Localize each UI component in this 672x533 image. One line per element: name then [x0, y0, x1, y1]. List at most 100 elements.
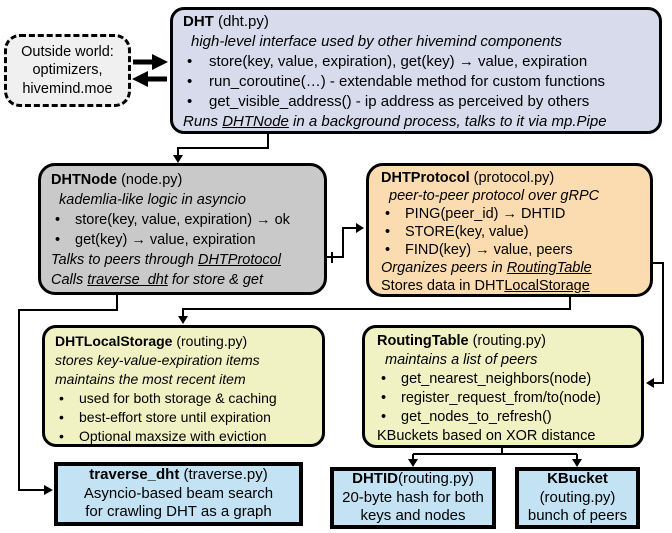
- bullet-icon: •: [55, 212, 61, 228]
- dhtlocalstorage-box-heading: DHTLocalStorage (routing.py): [55, 332, 316, 351]
- dhtnode-traverse-note: Calls traverse_dht for store & get: [51, 270, 318, 290]
- dhtlocalstorage-bullet-2: Optional maxsize with eviction: [79, 428, 267, 444]
- dhtnode-bullet-row: • store(key, value, expiration) → ok: [51, 210, 318, 230]
- dhtlocalstorage-bullet-row: •best-effort store until expiration: [55, 408, 316, 427]
- dhtprotocol-note2-prefix: Stores data in DHT: [381, 278, 505, 294]
- traverse-dht-file: (traverse.py): [179, 466, 268, 484]
- dht-bullet-1: run_coroutine(…) - extendable method for…: [209, 73, 606, 90]
- dht-footer-prefix: Runs: [183, 113, 223, 130]
- bullet-icon: •: [187, 73, 193, 90]
- dht-footer-suffix: in a background process, talks to it via…: [288, 113, 607, 130]
- connector-dhtprotocol-to-localstorage: [178, 297, 571, 324]
- bullet-icon: •: [59, 390, 64, 406]
- dhtid-box: DHTID(routing.py) 20-byte hash for both …: [330, 467, 496, 529]
- bullet-icon: •: [59, 409, 64, 425]
- dhtlocalstorage-subtitle1: stores key-value-expiration items: [55, 352, 260, 368]
- dhtprotocol-bullet-row: • STORE(key, value): [381, 223, 644, 241]
- dhtprotocol-bullet-0: PING(peer_id) → DHTID: [405, 206, 566, 222]
- bullet-icon: •: [187, 93, 193, 110]
- traverse-dht-line1: Asyncio-based beam search: [83, 484, 274, 502]
- connector-dhtnode-to-dhtprotocol: [326, 223, 364, 263]
- dhtprotocol-box-heading: DHTProtocol (protocol.py): [381, 169, 644, 187]
- bullet-icon: •: [381, 409, 387, 425]
- dhtnode-bullet-row: •get(key) → value, expiration: [51, 230, 318, 250]
- dht-box-title: DHT: [183, 13, 214, 30]
- dht-footer-link: DHTNode: [222, 113, 289, 130]
- dhtprotocol-box: DHTProtocol (protocol.py) peer-to-peer p…: [366, 163, 653, 297]
- dhtlocalstorage-bullet-row: • used for both storage & caching: [55, 389, 316, 408]
- dhtprotocol-storage-note: Stores data in DHTLocalStorage: [381, 277, 644, 295]
- kbucket-box: KBucket (routing.py) bunch of peers: [515, 467, 640, 529]
- dht-bullet-row: • run_coroutine(…) - extendable method fo…: [183, 72, 651, 92]
- dhtprotocol-note2-link: LocalStorage: [504, 278, 590, 294]
- routingtable-box-subtitle: maintains a list of peers: [385, 352, 538, 368]
- dht-box-footer: Runs DHTNode in a background process, ta…: [183, 112, 651, 132]
- dhtlocalstorage-bullet-0: used for both storage & caching: [79, 390, 277, 406]
- outside-world-line2: optimizers,: [32, 62, 103, 79]
- dhtnode-bullet-1: get(key) → value, expiration: [75, 232, 256, 248]
- traverse-dht-line2: for crawling DHT as a graph: [85, 503, 272, 521]
- dhtnode-bullet-0: store(key, value, expiration) → ok: [75, 212, 290, 228]
- dhtlocalstorage-box-title: DHTLocalStorage: [55, 333, 173, 349]
- dht-bullet-0: store(key, value, expiration), get(key) …: [209, 53, 588, 70]
- dhtnode-note2-suffix: for store & get: [167, 272, 263, 288]
- dhtnode-box-file: (node.py): [117, 172, 183, 188]
- traverse-dht-heading: traverse_dht (traverse.py): [89, 466, 267, 485]
- dht-box-heading: DHT (dht.py): [183, 12, 651, 32]
- arrow-outside-to-dht-icon: [133, 54, 168, 70]
- connector-routingtable-to-leaves: [408, 448, 582, 467]
- bullet-icon: •: [381, 390, 387, 406]
- dht-bullet-row: • store(key, value, expiration), get(key)…: [183, 52, 651, 72]
- dhtprotocol-routing-note: Organizes peers in RoutingTable: [381, 259, 644, 277]
- bullet-icon: •: [385, 224, 391, 240]
- routingtable-bullet-2: get_nodes_to_refresh(): [401, 409, 552, 425]
- dhtnode-protocol-note: Talks to peers through DHTProtocol: [51, 250, 318, 270]
- connector-dht-to-dhtnode: [173, 134, 269, 163]
- routingtable-box-title: RoutingTable: [377, 333, 469, 349]
- dhtlocalstorage-box-file: (routing.py): [172, 333, 248, 349]
- bullet-icon: •: [59, 428, 64, 444]
- dhtid-line2: keys and nodes: [360, 507, 466, 525]
- routingtable-box-file: (routing.py): [468, 333, 546, 349]
- bullet-icon: •: [381, 371, 387, 387]
- traverse-dht-title: traverse_dht: [89, 466, 180, 484]
- routingtable-box-footer: KBuckets based on XOR distance: [377, 428, 596, 444]
- dhtprotocol-bullet-2: FIND(key) → value, peers: [405, 242, 573, 258]
- dhtnode-box-subtitle: kademlia-like logic in asyncio: [59, 192, 246, 208]
- outside-world-box: Outside world: optimizers, hivemind.moe: [4, 34, 131, 107]
- dhtlocalstorage-subtitle2: maintains the most recent item: [55, 371, 246, 387]
- dhtid-heading: DHTID(routing.py): [352, 470, 474, 489]
- dhtnode-box-title: DHTNode: [51, 172, 118, 188]
- dhtnode-box: DHTNode (node.py) kademlia-like logic in…: [38, 163, 327, 295]
- dhtprotocol-bullet-row: •PING(peer_id) → DHTID: [381, 205, 644, 223]
- dhtprotocol-box-title: DHTProtocol: [381, 170, 470, 186]
- dhtprotocol-bullet-row: •FIND(key) → value, peers: [381, 241, 644, 259]
- dhtid-title: DHTID: [352, 470, 398, 488]
- dhtnode-note2-link: traverse_dht: [87, 272, 168, 288]
- dhtnode-note2-prefix: Calls: [51, 272, 88, 288]
- dhtprotocol-note1-prefix: Organizes peers in: [381, 260, 507, 276]
- dhtprotocol-box-subtitle: peer-to-peer protocol over gRPC: [389, 188, 600, 204]
- dht-bullet-row: • get_visible_address() - ip address as p…: [183, 92, 651, 112]
- arrow-dht-to-outside-icon: [132, 71, 167, 87]
- dhtid-line1: 20-byte hash for both: [342, 488, 484, 506]
- traverse-dht-box: traverse_dht (traverse.py) Asyncio-based…: [54, 462, 303, 526]
- kbucket-title: KBucket: [547, 470, 608, 488]
- routingtable-bullet-1: register_request_from/to(node): [401, 390, 601, 406]
- dhtprotocol-box-file: (protocol.py): [469, 170, 555, 186]
- routingtable-box: RoutingTable (routing.py) maintains a li…: [362, 325, 644, 448]
- dhtid-file: (routing.py): [397, 470, 474, 488]
- routingtable-bullet-0: get_nearest_neighbors(node): [401, 371, 592, 387]
- dhtlocalstorage-bullet-row: • Optional maxsize with eviction: [55, 427, 316, 446]
- kbucket-file: (routing.py): [539, 488, 616, 506]
- bullet-icon: •: [187, 53, 193, 70]
- routingtable-bullet-row: • get_nodes_to_refresh(): [377, 408, 635, 427]
- kbucket-line1: bunch of peers: [527, 507, 628, 525]
- outside-world-line3: hivemind.moe: [22, 80, 113, 97]
- dht-bullet-2: get_visible_address() - ip address as pe…: [209, 93, 590, 110]
- dhtprotocol-bullet-1: STORE(key, value): [405, 224, 529, 240]
- dhtprotocol-note1-link: RoutingTable: [506, 260, 592, 276]
- dht-box: DHT (dht.py) high-level interface used b…: [170, 7, 662, 134]
- dhtnode-box-heading: DHTNode (node.py): [51, 170, 318, 190]
